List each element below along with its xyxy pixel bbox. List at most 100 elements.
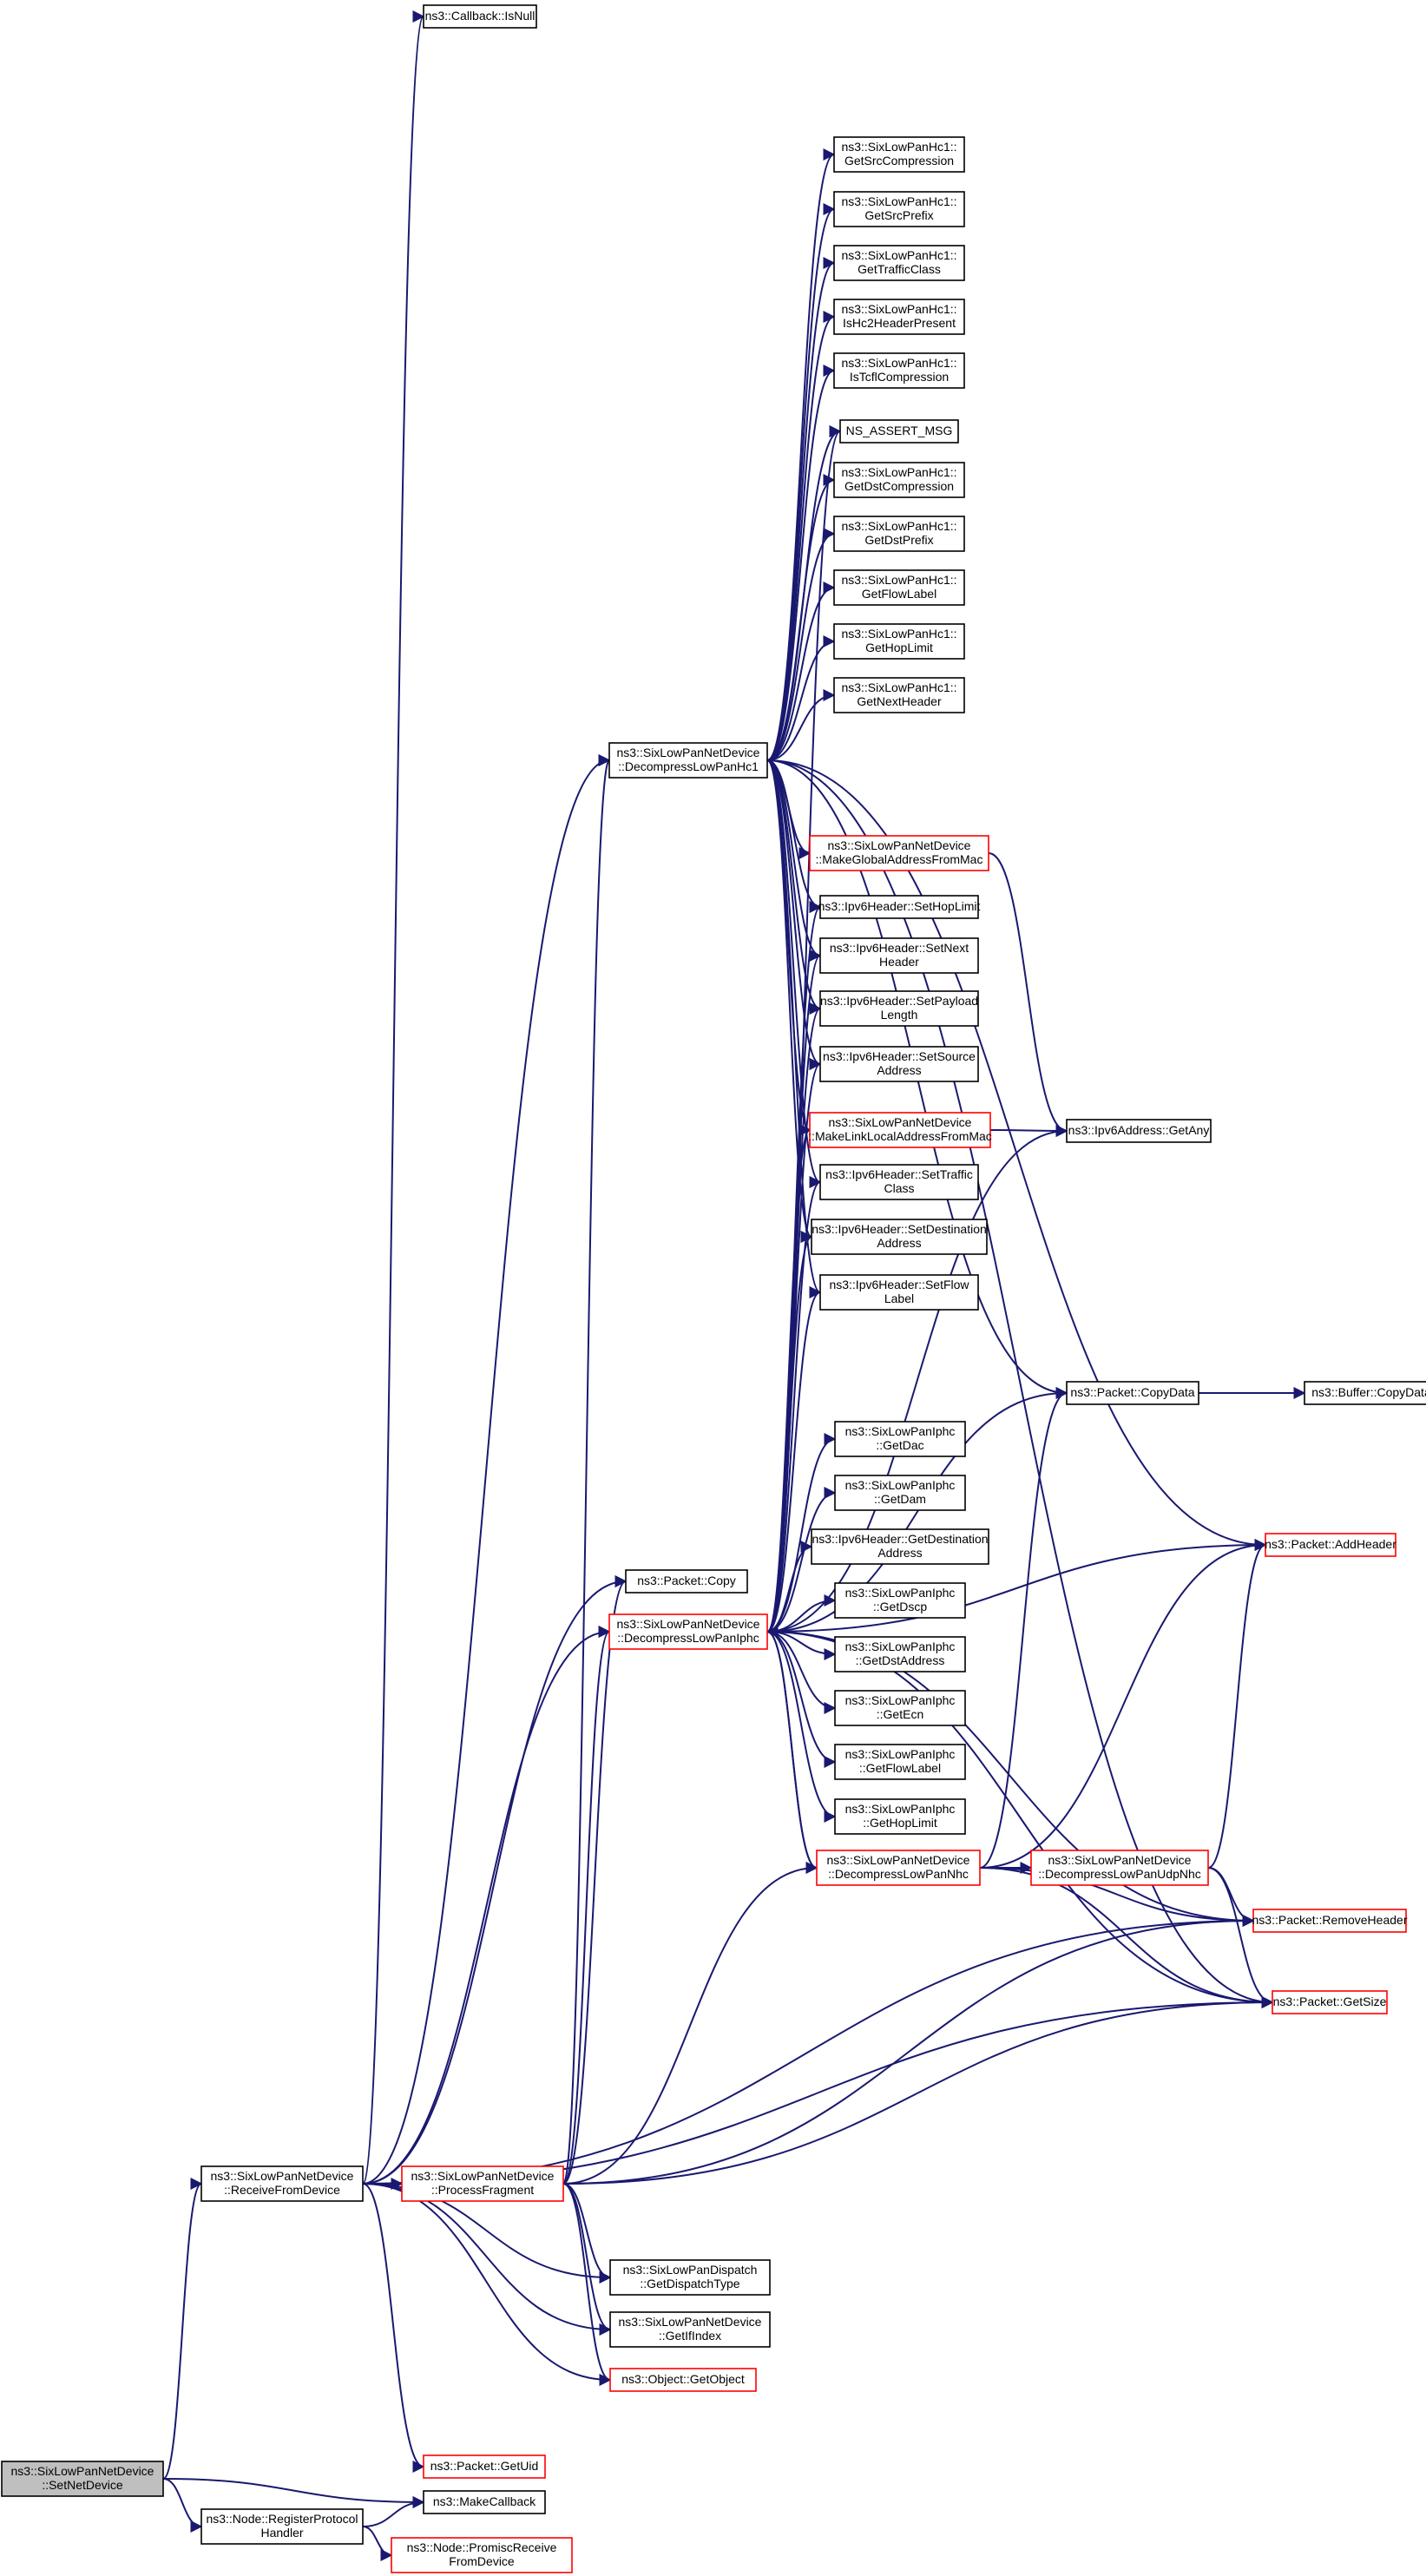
node-iphchop[interactable]: ns3::SixLowPanIphc::GetHopLimit [834,1798,966,1835]
node-decnhc[interactable]: ns3::SixLowPanNetDevice::DecompressLowPa… [816,1850,981,1886]
node-label: ns3::SixLowPanIphc [845,1802,956,1816]
edge-deciphc-to-addheader [766,1539,1267,1633]
node-label: GetTrafficClass [858,262,941,276]
node-box [819,990,979,1027]
node-getany[interactable]: ns3::Ipv6Address::GetAny [1066,1119,1212,1143]
node-istcfl[interactable]: ns3::SixLowPanHc1::IsTcflCompression [833,352,965,389]
node-label: NS_ASSERT_MSG [846,424,953,437]
node-label: ns3::SixLowPanHc1:: [841,519,956,533]
node-getecn[interactable]: ns3::SixLowPanIphc::GetEcn [834,1690,966,1726]
edge-dechc1-to-setsource [766,759,822,1070]
edge-receive-to-getifindex [362,2183,612,2336]
node-srccomp[interactable]: ns3::SixLowPanHc1::GetSrcCompression [833,136,965,173]
node-ishc2[interactable]: ns3::SixLowPanHc1::IsHc2HeaderPresent [833,299,965,335]
node-receive[interactable]: ns3::SixLowPanNetDevice::ReceiveFromDevi… [200,2165,364,2202]
node-box [834,1798,966,1835]
node-label: ::GetDscp [873,1600,927,1613]
node-dispatch[interactable]: ns3::SixLowPanDispatch::GetDispatchType [609,2259,771,2296]
node-hoplimit[interactable]: ns3::SixLowPanHc1::GetHopLimit [833,623,965,660]
node-box [625,1569,748,1594]
node-box [833,245,965,281]
node-getdac[interactable]: ns3::SixLowPanIphc::GetDac [834,1421,966,1457]
node-dechc1[interactable]: ns3::SixLowPanNetDevice::DecompressLowPa… [608,742,768,779]
node-assert[interactable]: NS_ASSERT_MSG [839,419,959,444]
node-label: ns3::SixLowPanNetDevice [1048,1853,1192,1867]
node-srcprefix[interactable]: ns3::SixLowPanHc1::GetSrcPrefix [833,191,965,227]
node-getsize[interactable]: ns3::Packet::GetSize [1272,1990,1388,2014]
node-box [833,569,965,606]
node-getdscp[interactable]: ns3::SixLowPanIphc::GetDscp [834,1582,966,1619]
node-getuid[interactable]: ns3::Packet::GetUid [423,2454,546,2479]
node-label: Label [884,1291,914,1305]
edge-deciphc-to-setflow [766,1286,822,1633]
node-box [1265,1533,1396,1557]
node-label: ::GetHopLimit [863,1816,937,1830]
edge-procfrag-to-deciphc [562,1626,611,2185]
node-box [423,2490,546,2514]
node-makeglobal[interactable]: ns3::SixLowPanNetDevice::MakeGlobalAddre… [809,835,989,871]
node-removeheader[interactable]: ns3::Packet::RemoveHeader [1252,1909,1408,1933]
node-pktcopy[interactable]: ns3::Packet::Copy [625,1569,748,1594]
node-getobject[interactable]: ns3::Object::GetObject [609,2368,757,2392]
edge-decnhc-to-addheader [979,1539,1267,1869]
node-label: ns3::SixLowPanIphc [845,1747,956,1761]
node-label: GetDstPrefix [864,533,933,547]
edge-decnhc-to-removeheader [979,1867,1255,1927]
node-addheader[interactable]: ns3::Packet::AddHeader [1265,1533,1396,1557]
edge-dechc1-to-dstcomp [766,474,836,761]
edge-decnhc-to-copydata [979,1387,1068,1869]
node-box [833,677,965,713]
node-setnet[interactable]: ns3::SixLowPanNetDevice::SetNetDevice [1,2461,164,2497]
node-dstcomp[interactable]: ns3::SixLowPanHc1::GetDstCompression [833,462,965,498]
node-getdstaddr[interactable]: ns3::SixLowPanIphc::GetDstAddress [834,1636,966,1672]
node-label: ns3::Ipv6Header::SetTraffic [825,1167,973,1181]
node-label: ns3::SixLowPanHc1:: [841,302,956,316]
edge-procfrag-to-removeheader [562,1915,1255,2185]
node-bufcopydata[interactable]: ns3::Buffer::CopyData [1304,1381,1426,1405]
node-trafficclass[interactable]: ns3::SixLowPanHc1::GetTrafficClass [833,245,965,281]
node-label: ns3::SixLowPanNetDevice [211,2169,354,2183]
node-label: GetFlowLabel [862,587,936,601]
node-copydata[interactable]: ns3::Packet::CopyData [1066,1381,1199,1405]
node-box [609,2311,771,2348]
node-box [1304,1381,1426,1405]
node-sethoplimit[interactable]: ns3::Ipv6Header::SetHopLimit [818,895,981,919]
node-label: ns3::Ipv6Header::SetFlow [829,1278,969,1291]
node-label: ::GetDstAddress [856,1653,945,1667]
node-decudp[interactable]: ns3::SixLowPanNetDevice::DecompressLowPa… [1030,1850,1209,1886]
node-makecallback[interactable]: ns3::MakeCallback [423,2490,546,2514]
edge-dechc1-to-nextheader [766,689,836,761]
edge-deciphc-to-assert [766,425,842,1633]
node-dstprefix[interactable]: ns3::SixLowPanHc1::GetDstPrefix [833,516,965,552]
node-box [834,1421,966,1457]
node-deciphc[interactable]: ns3::SixLowPanNetDevice::DecompressLowPa… [608,1613,768,1650]
node-isnull[interactable]: ns3::Callback::IsNull [423,4,537,29]
node-makelinklocal[interactable]: ns3::SixLowPanNetDevice::MakeLinkLocalAd… [808,1112,992,1148]
node-box [1252,1909,1407,1933]
node-nextheader[interactable]: ns3::SixLowPanHc1::GetNextHeader [833,677,965,713]
node-label: ns3::SixLowPanIphc [845,1478,956,1492]
node-label: IsHc2HeaderPresent [843,316,956,330]
node-label: IsTcflCompression [850,370,949,384]
node-iphcflow[interactable]: ns3::SixLowPanIphc::GetFlowLabel [834,1744,966,1780]
node-box [819,895,979,919]
node-label: ns3::Packet::CopyData [1070,1385,1194,1399]
node-label: Address [877,1236,921,1250]
node-label: ns3::Packet::AddHeader [1265,1537,1396,1551]
node-getifindex[interactable]: ns3::SixLowPanNetDevice::GetIfIndex [609,2311,771,2348]
node-label: Length [881,1008,918,1022]
node-label: ns3::SixLowPanIphc [845,1424,956,1438]
node-getdam[interactable]: ns3::SixLowPanIphc::GetDam [834,1475,966,1511]
node-procfrag[interactable]: ns3::SixLowPanNetDevice::ProcessFragment [401,2165,564,2202]
node-flowlabel[interactable]: ns3::SixLowPanHc1::GetFlowLabel [833,569,965,606]
node-box [1066,1381,1199,1405]
